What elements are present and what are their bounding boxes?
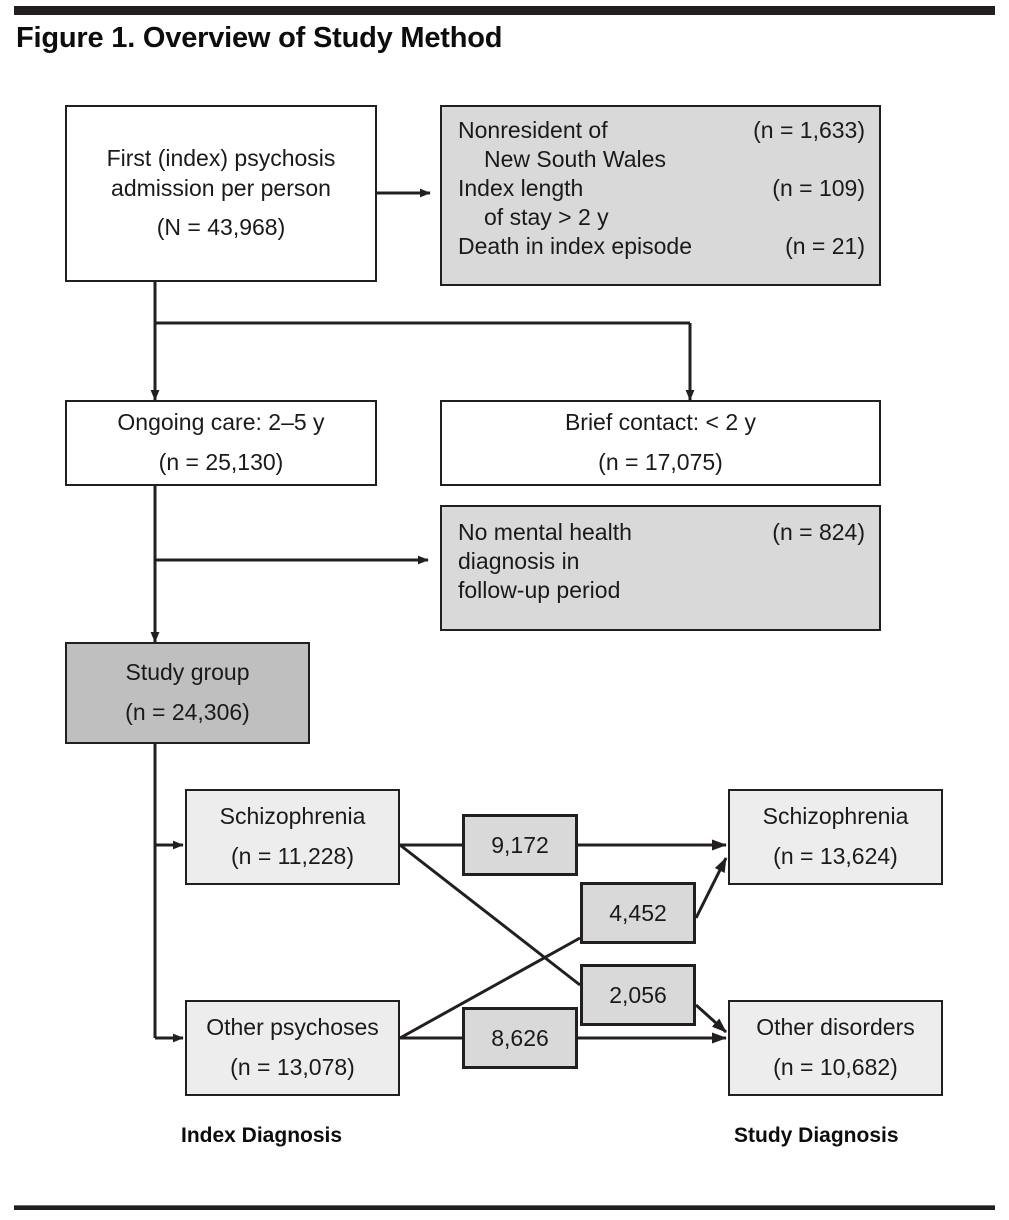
node-index-other-psychoses-line1: Other psychoses	[206, 1014, 379, 1041]
node-index-admission-count: (N = 43,968)	[156, 214, 286, 241]
exclusion-row: diagnosis in	[458, 547, 865, 576]
figure-title: Figure 1. Overview of Study Method	[16, 22, 503, 54]
exclusion-label: follow-up period	[458, 576, 621, 603]
node-index-admission: First (index) psychosis admission per pe…	[65, 105, 377, 282]
node-study-other-disorders: Other disorders (n = 10,682)	[728, 1000, 943, 1096]
node-index-schizophrenia: Schizophrenia (n = 11,228)	[185, 789, 400, 885]
flow-chip-other-to-schizophrenia: 4,452	[580, 882, 696, 944]
exclusion-continuation: of stay > 2 y	[484, 203, 609, 230]
exclusion-count: (n = 21)	[785, 232, 865, 259]
node-study-group-line1: Study group	[125, 659, 250, 686]
exclusion-label: No mental health	[458, 519, 632, 545]
exclusion-row: Death in index episode (n = 21)	[458, 232, 865, 261]
node-brief-contact: Brief contact: < 2 y (n = 17,075)	[440, 400, 881, 486]
exclusion-count: (n = 824)	[772, 519, 865, 545]
node-index-schizophrenia-count: (n = 11,228)	[231, 843, 354, 869]
node-index-other-psychoses: Other psychoses (n = 13,078)	[185, 1000, 400, 1096]
node-index-admission-line2: admission per person	[111, 174, 331, 201]
flow-chip-other-to-other: 8,626	[462, 1007, 578, 1069]
flow-chip-schizophrenia-to-schizophrenia: 9,172	[462, 814, 578, 876]
node-study-other-disorders-count: (n = 10,682)	[773, 1054, 898, 1080]
top-rule	[14, 6, 995, 15]
exclusion-row: Nonresident of (n = 1,633)	[458, 116, 865, 145]
node-brief-contact-count: (n = 17,075)	[598, 449, 723, 475]
flow-chip-label: 2,056	[609, 981, 667, 1008]
exclusion-continuation: New South Wales	[484, 145, 666, 172]
node-brief-contact-line1: Brief contact: < 2 y	[564, 409, 757, 436]
exclusion-row: follow-up period	[458, 576, 865, 605]
bottom-rule	[14, 1205, 995, 1210]
flow-chip-label: 4,452	[609, 899, 667, 926]
node-study-schizophrenia-line1: Schizophrenia	[762, 803, 909, 830]
node-study-other-disorders-line1: Other disorders	[756, 1014, 915, 1041]
exclusion-row: Index length (n = 109)	[458, 174, 865, 203]
exclusion-count: (n = 109)	[772, 174, 865, 201]
node-study-schizophrenia-count: (n = 13,624)	[773, 843, 898, 869]
exclusions-initial: Nonresident of (n = 1,633) New South Wal…	[440, 105, 881, 286]
exclusions-followup: No mental health (n = 824) diagnosis in …	[440, 505, 881, 631]
exclusion-count: (n = 1,633)	[753, 117, 865, 143]
node-study-schizophrenia: Schizophrenia (n = 13,624)	[728, 789, 943, 885]
flow-chip-label: 8,626	[491, 1024, 549, 1051]
exclusion-label: Index length	[458, 174, 584, 201]
caption-study-diagnosis: Study Diagnosis	[734, 1124, 899, 1147]
exclusion-label: diagnosis in	[458, 547, 580, 574]
flow-chip-label: 9,172	[491, 831, 549, 858]
node-study-group: Study group (n = 24,306)	[65, 642, 310, 744]
exclusion-label: Nonresident of	[458, 117, 608, 143]
node-study-group-count: (n = 24,306)	[125, 699, 250, 725]
flow-chip-schizophrenia-to-other: 2,056	[580, 964, 696, 1026]
node-index-other-psychoses-count: (n = 13,078)	[230, 1054, 355, 1080]
exclusion-label: Death in index episode	[458, 232, 692, 259]
exclusion-row: No mental health (n = 824)	[458, 518, 865, 547]
node-index-admission-line1: First (index) psychosis	[106, 144, 336, 171]
caption-index-diagnosis: Index Diagnosis	[181, 1124, 343, 1147]
node-ongoing-care-line1: Ongoing care: 2–5 y	[117, 409, 325, 436]
node-ongoing-care: Ongoing care: 2–5 y (n = 25,130)	[65, 400, 377, 486]
node-index-schizophrenia-line1: Schizophrenia	[219, 803, 366, 830]
node-ongoing-care-count: (n = 25,130)	[158, 449, 284, 475]
